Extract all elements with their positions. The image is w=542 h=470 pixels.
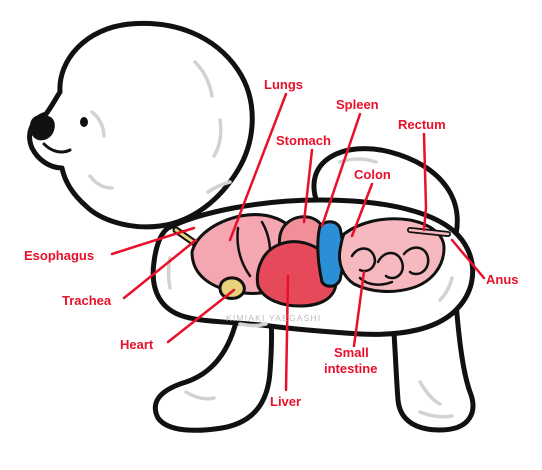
label-small-intestine-line2: intestine bbox=[324, 361, 377, 376]
leader-rectum bbox=[422, 132, 428, 232]
leader-lungs bbox=[228, 92, 288, 242]
leader-heart bbox=[166, 288, 236, 344]
label-rectum: Rectum bbox=[398, 117, 446, 132]
dog-eye bbox=[80, 117, 88, 127]
label-anus: Anus bbox=[486, 272, 519, 287]
liver-organ bbox=[255, 240, 338, 308]
label-trachea: Trachea bbox=[62, 293, 112, 308]
leader-stomach bbox=[302, 148, 314, 224]
leader-colon bbox=[350, 182, 374, 238]
leader-trachea bbox=[122, 238, 198, 300]
small-intestine-coils bbox=[350, 246, 430, 286]
leader-liver bbox=[284, 274, 290, 392]
leader-spleen bbox=[320, 112, 362, 228]
dog-nose bbox=[30, 114, 55, 141]
rectum-organ-inner bbox=[408, 228, 450, 236]
leader-esophagus bbox=[110, 226, 196, 256]
organ-labels: Lungs Spleen Rectum Stomach Colon Esopha… bbox=[24, 77, 519, 409]
label-small-intestine-line1: Small bbox=[334, 345, 369, 360]
label-colon: Colon bbox=[354, 167, 391, 182]
dog-front-leg bbox=[152, 297, 274, 433]
label-heart: Heart bbox=[120, 337, 154, 352]
label-spleen: Spleen bbox=[336, 97, 379, 112]
dog-mouth bbox=[42, 142, 72, 154]
spleen-organ bbox=[316, 220, 345, 288]
watermark: KIMIAKI YAEGASHI bbox=[226, 313, 321, 323]
dog-face bbox=[30, 114, 88, 154]
leader-small-intestine bbox=[352, 270, 366, 348]
organs bbox=[172, 213, 451, 308]
label-stomach: Stomach bbox=[276, 133, 331, 148]
label-liver: Liver bbox=[270, 394, 301, 409]
label-esophagus: Esophagus bbox=[24, 248, 94, 263]
leader-anus bbox=[450, 238, 486, 280]
leader-lines bbox=[110, 92, 486, 392]
dog-head bbox=[27, 20, 255, 230]
heart-organ bbox=[218, 276, 246, 300]
label-lungs: Lungs bbox=[264, 77, 303, 92]
